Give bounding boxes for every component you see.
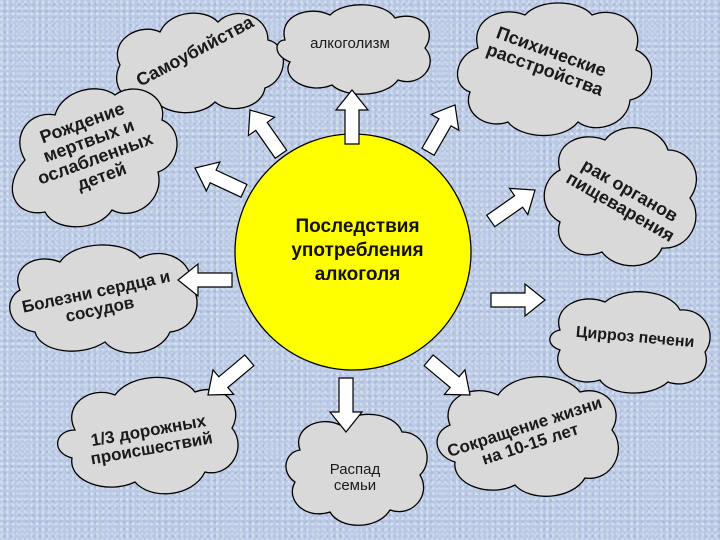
cloud-cirrhosis: [549, 291, 711, 394]
cloud-accidents: [56, 376, 239, 495]
center-label-line: Последствия: [295, 216, 420, 237]
center-label-line: употребления: [291, 239, 424, 261]
center-label: Последствия употребления алкоголя: [255, 215, 460, 286]
arrow-to-cirrhosis: [490, 283, 546, 317]
arrow-to-stillborn: [187, 152, 252, 206]
label-family: Распад семьи: [329, 461, 381, 494]
arrow-to-suicide: [236, 100, 295, 165]
cloud-stillborn: [11, 88, 178, 228]
label-alcoholism: алкоголизм: [310, 35, 390, 52]
cloud-lifespan: [436, 376, 619, 497]
cloud-cancer: [543, 127, 697, 267]
cloud-heart: [9, 244, 198, 354]
cloud-alcoholism: [276, 4, 431, 95]
center-label-line: алкоголя: [314, 263, 401, 285]
cloud-mental: [456, 2, 653, 137]
arrow-to-cancer: [480, 176, 545, 235]
arrow-to-mental: [413, 96, 470, 161]
